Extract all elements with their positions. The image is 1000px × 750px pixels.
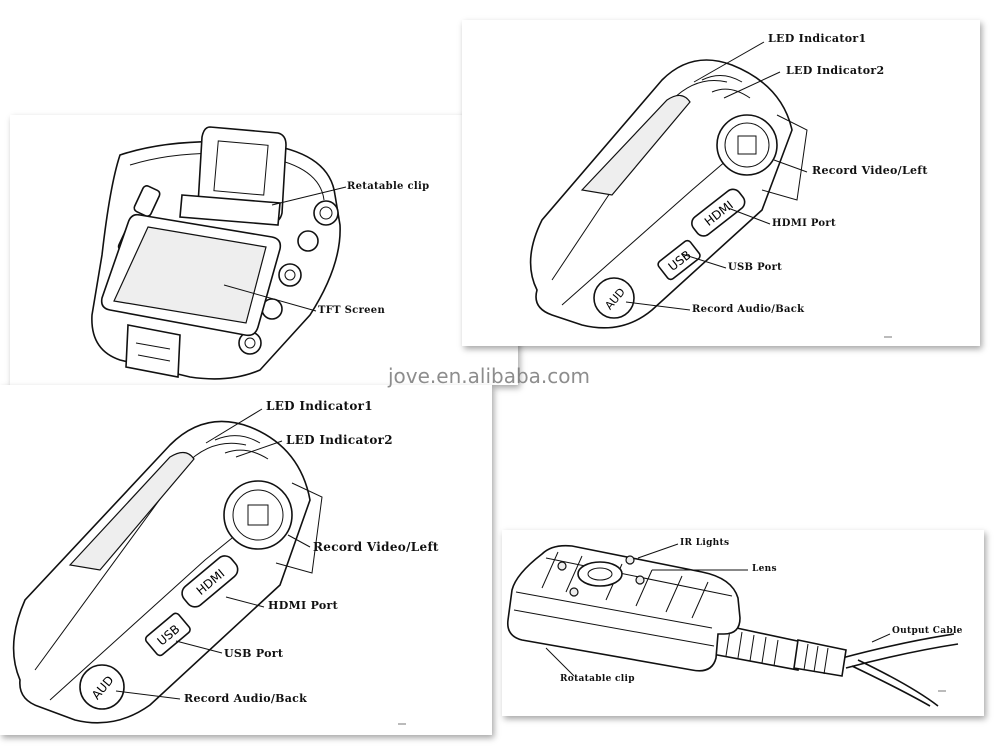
led-indicator1-label: LED Indicator1: [266, 399, 373, 413]
side-view-panel-bottom: HDMI USB AUD LED Indicator1 LED Indicato…: [0, 385, 492, 735]
rotatable-clip-label: Retatable clip: [347, 181, 430, 192]
front-view-drawing: [91, 126, 347, 380]
lens-label: Lens: [752, 564, 777, 574]
front-view-panel: Retatable clip TFT Screen: [10, 115, 518, 385]
hdmi-port-label: HDMI Port: [772, 218, 836, 229]
side-view-drawing-top: HDMI USB AUD: [529, 41, 808, 329]
led-indicator2-label: LED Indicator2: [786, 64, 885, 77]
side-view-panel-top: HDMI USB AUD LED Indicator1 LED Indicato…: [462, 20, 980, 346]
rotatable-clip-label: Rotatable clip: [560, 674, 635, 684]
led-indicator2-label: LED Indicator2: [286, 433, 393, 447]
led-indicator1-label: LED Indicator1: [768, 32, 867, 45]
usb-port-label: USB Port: [224, 647, 284, 660]
record-audio-label: Record Audio/Back: [184, 692, 308, 705]
hdmi-port-label: HDMI Port: [268, 599, 338, 612]
record-video-label: Record Video/Left: [812, 164, 928, 177]
ir-lights-label: IR Lights: [680, 538, 730, 548]
record-video-label: Record Video/Left: [313, 540, 439, 554]
side-view-drawing-bottom: HDMI USB AUD: [12, 408, 323, 724]
camera-panel: IR Lights Lens Output Cable Rotatable cl…: [502, 530, 984, 716]
watermark: jove.en.alibaba.com: [388, 364, 590, 388]
output-cable-label: Output Cable: [892, 626, 963, 636]
record-audio-label: Record Audio/Back: [692, 304, 805, 315]
camera-drawing: [506, 543, 959, 707]
tft-screen-label: TFT Screen: [318, 305, 386, 316]
usb-port-label: USB Port: [728, 262, 783, 273]
